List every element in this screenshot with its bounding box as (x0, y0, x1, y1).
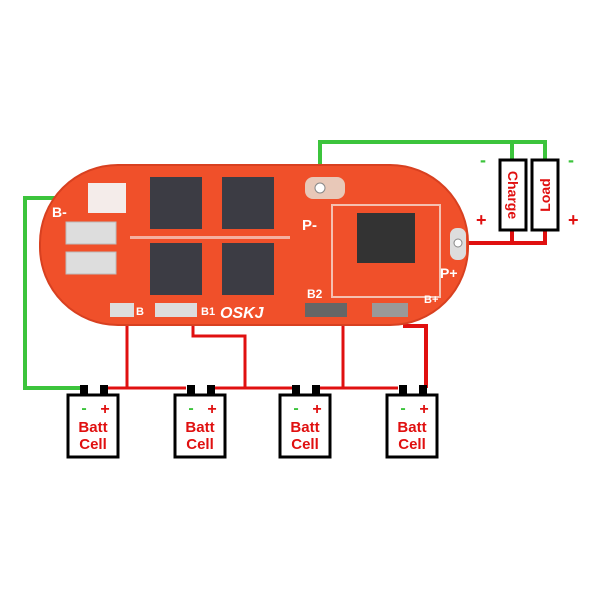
terminal-positive (419, 385, 427, 395)
cell-label-line1: Batt (185, 419, 214, 436)
mosfet-3 (150, 243, 202, 295)
board-logo: OSKJ (220, 305, 265, 322)
cell-body (66, 393, 120, 459)
terminal-negative (399, 385, 407, 395)
terminal-positive (312, 385, 320, 395)
cell-plus-sign: + (419, 401, 428, 418)
cell-label-line2: Cell (291, 436, 319, 453)
pad-label-b2: B2 (307, 287, 323, 301)
terminal-negative (80, 385, 88, 395)
terminal-negative (187, 385, 195, 395)
cell-label-line1: Batt (397, 419, 426, 436)
wire-p-plus (458, 228, 547, 245)
pad-label-b1: B1 (201, 306, 215, 318)
cell-minus-sign: - (188, 400, 193, 417)
terminal-negative (292, 385, 300, 395)
load-output: Load - + (530, 150, 579, 232)
load-label: Load (537, 178, 553, 211)
charge-minus-sign: - (480, 150, 486, 170)
charge-label: Charge (505, 171, 521, 219)
mosfet-2 (222, 177, 274, 229)
cell-minus-sign: - (293, 400, 298, 417)
p-minus-pad (314, 182, 326, 194)
terminal-positive (207, 385, 215, 395)
pad-label-b-minus: B- (52, 204, 67, 220)
cell-label-line2: Cell (79, 436, 107, 453)
cell-label-line1: Batt (78, 419, 107, 436)
terminal-positive (100, 385, 108, 395)
cell-plus-sign: + (312, 401, 321, 418)
bms-board: B- B B1 B2 B+ P- P+ OSKJ (39, 164, 469, 326)
pad-label-p-plus: P+ (440, 265, 458, 281)
cell-body (173, 393, 227, 459)
load-plus-sign: + (568, 210, 579, 230)
cell-body (385, 393, 439, 459)
cell-label-line2: Cell (398, 436, 426, 453)
p-plus-pad (453, 238, 463, 248)
charge-plus-sign: + (476, 210, 487, 230)
protection-ic (357, 213, 415, 263)
b-minus-pad (88, 183, 126, 213)
cell-label-line1: Batt (290, 419, 319, 436)
cell-minus-sign: - (81, 400, 86, 417)
pad-label-b: B (136, 306, 144, 318)
cell-label-line2: Cell (186, 436, 214, 453)
load-minus-sign: - (568, 150, 574, 170)
cell-body (278, 393, 332, 459)
pad-label-p-minus: P- (302, 217, 317, 234)
pad-label-b-plus: B+ (424, 294, 438, 306)
charge-output: Charge - + (476, 150, 528, 232)
mosfet-1 (150, 177, 202, 229)
cell-plus-sign: + (207, 401, 216, 418)
cell-plus-sign: + (100, 401, 109, 418)
cell-minus-sign: - (400, 400, 405, 417)
mosfet-4 (222, 243, 274, 295)
